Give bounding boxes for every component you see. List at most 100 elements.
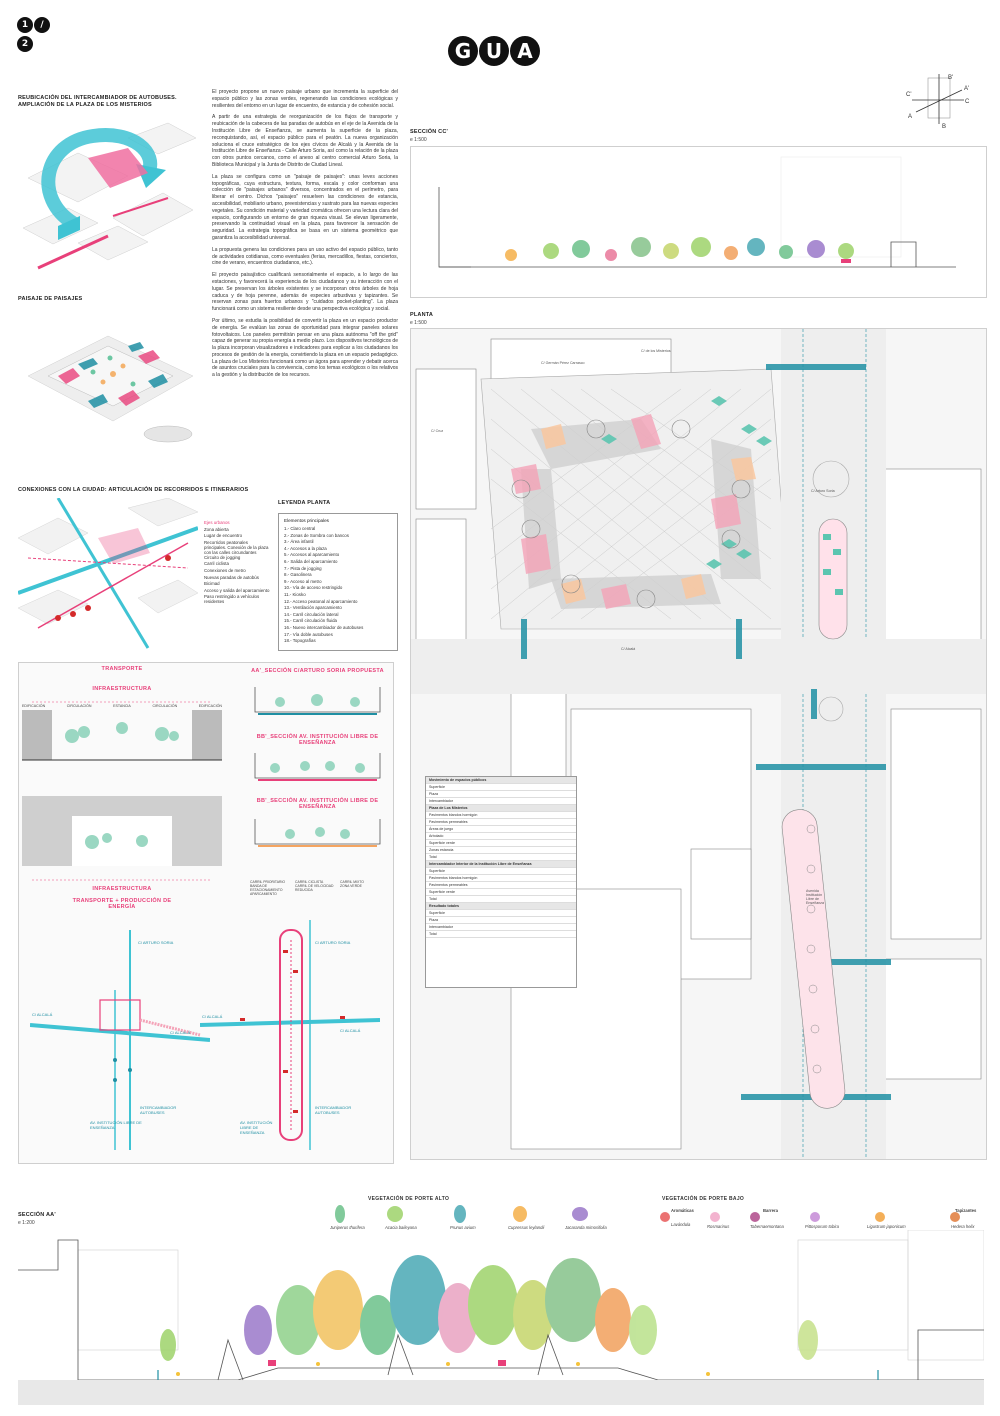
- tree-icon: [454, 1205, 466, 1223]
- transport-top-label: INFRAESTRUCTURA: [92, 686, 152, 692]
- map-label: C/ ALCALÁ: [32, 1012, 53, 1017]
- table-row: Superficie verde: [426, 840, 576, 847]
- table-row: Plaza: [426, 917, 576, 924]
- shrub-group: Tapizantes: [955, 1208, 977, 1213]
- legend-item: 7.- Pista de jogging: [284, 565, 322, 571]
- table-row: Plaza: [426, 791, 576, 798]
- axonometric-diagram-1: [18, 118, 198, 288]
- tree-icon: [387, 1206, 403, 1222]
- description-paragraph: Por último, se estudia la posibilidad de…: [212, 317, 398, 379]
- description-paragraph: La propuesta genera las condiciones para…: [212, 246, 398, 267]
- section-legend-item: CARRIL PRIORITARIO: [250, 880, 286, 884]
- legend-item: 3.- Área infantil: [284, 539, 314, 545]
- surfaces-table: Movimiento de espacios públicos Superfic…: [425, 776, 577, 988]
- legend-item: Circuito de jogging: [204, 554, 241, 560]
- key-label: C: [965, 99, 970, 105]
- section-aa-drawing: [18, 1229, 985, 1405]
- map-label: C/ ALCALÁ: [202, 1014, 223, 1019]
- table-row: Intercambiador: [426, 924, 576, 931]
- legend-item: 11.- Kiosko: [284, 591, 306, 597]
- street-section-title: BB'_SECCIÓN AV. INSTITUCIÓN LIBRE DE ENS…: [256, 798, 379, 810]
- plan-legend-subtitle: Elementos principales: [284, 518, 329, 523]
- table-row: Superficie verde: [426, 889, 576, 896]
- section-aa-scale: e 1:200: [18, 1220, 35, 1226]
- legend-item: 4.- Accesos a la plaza: [284, 545, 327, 551]
- key-plan-graphic: B' C' C A B A': [906, 74, 970, 130]
- table-row: Pavimentos blandos hormigón: [426, 812, 576, 819]
- table-title: Resultado totales: [426, 903, 576, 910]
- transport-section-diagram: TRANSPORTE INFRAESTRUCTURA EDIFICACIÓN C…: [22, 666, 222, 916]
- map-label: AV. INSTITUCIÓN LIBRE DE ENSEÑANZA: [90, 1120, 142, 1130]
- legend-item: 6.- Salida del aparcamiento: [284, 558, 338, 564]
- map-label: C/ ALCALÁ: [340, 1028, 361, 1033]
- section-cc-drawing: [410, 146, 987, 298]
- shrub-species: Tabernaemontana: [750, 1224, 784, 1229]
- sheet-number: 1/2: [17, 14, 53, 52]
- table-row: Intercambiador: [426, 798, 576, 805]
- street-sections: AA'_SECCIÓN C/ARTURO SORIA PROPUESTA BB'…: [250, 668, 385, 913]
- description-paragraph: La plaza se configura como un "paisaje d…: [212, 173, 398, 241]
- band-label: EDIFICACIÓN: [198, 704, 222, 708]
- key-label: B': [948, 75, 953, 81]
- legend-item: Bicimad: [204, 581, 220, 587]
- legend-item: Conexiones de metro: [204, 567, 246, 573]
- key-label: C': [906, 92, 911, 98]
- street-map-proposed: C/ ALCALÁ C/ ALCALÁ C/ ARTURO SORIA AV. …: [199, 920, 381, 1150]
- legend-item: Paso restringido a vehículos residentes: [204, 594, 260, 605]
- transport-bottom-label: INFRAESTRUCTURA: [92, 886, 152, 892]
- section-cc-title: SECCIÓN CC': [410, 129, 449, 135]
- map-label: C/ ALCALÁ: [170, 1030, 191, 1035]
- street-map-current: C/ ALCALÁ C/ ALCALÁ C/ ARTURO SORIA AV. …: [29, 930, 211, 1150]
- table-row: Arbolado: [426, 833, 576, 840]
- band-label: ESTANCIA: [113, 704, 131, 708]
- axonometric-diagram-2: [18, 306, 198, 456]
- legend-item: Lugar de encuentro: [204, 533, 243, 539]
- table-row: Pavimentos permeables: [426, 819, 576, 826]
- tree-species: Juniperus thurifera: [330, 1225, 365, 1230]
- section-aa-title: SECCIÓN AA': [18, 1212, 56, 1218]
- section2-title: PAISAJE DE PAISAJES: [18, 296, 83, 302]
- section-legend-item: BANDA DE ESTACIONAMIENTO: [250, 884, 283, 892]
- table-row: Superficie: [426, 868, 576, 875]
- connections-legend: Ejes urbanos Zona abierta Lugar de encue…: [204, 520, 270, 650]
- connections-diagram: [17, 497, 199, 650]
- street-label: C/ Cruz: [431, 429, 444, 433]
- logo-letter: G: [448, 36, 478, 66]
- table-row: Pavimentos permeables: [426, 882, 576, 889]
- legend-item: Acceso y salida del aparcamiento: [204, 587, 270, 593]
- transport-bottom-label: TRANSPORTE + PRODUCCIÓN DE ENERGÍA: [72, 898, 172, 910]
- key-label: A': [964, 86, 969, 92]
- map-label: AV. INSTITUCIÓN LIBRE DE ENSEÑANZA: [240, 1120, 273, 1135]
- section-legend-item: APARCAMIENTO: [250, 892, 277, 896]
- legend-item: 16.- Nuevo intercambiador de autobuses: [284, 624, 364, 630]
- tree-icon: [513, 1206, 527, 1222]
- tree-species: Prunus avium: [450, 1225, 476, 1230]
- street-label: C/ de los Misterios: [641, 349, 671, 353]
- logo-letter: A: [510, 36, 540, 66]
- legend-item: 12.- Acceso peatonal al aparcamiento: [284, 598, 358, 604]
- table-row: Superficie: [426, 910, 576, 917]
- table-row: Áreas de juego: [426, 826, 576, 833]
- description-paragraph: El proyecto propone un nuevo paisaje urb…: [212, 89, 398, 109]
- sheet-number-glyph: 1: [17, 17, 33, 33]
- street-section-title: AA'_SECCIÓN C/ARTURO SORIA PROPUESTA: [251, 668, 384, 674]
- key-label: B: [942, 124, 946, 130]
- street-section-title: BB'_SECCIÓN AV. INSTITUCIÓN LIBRE DE ENS…: [256, 734, 379, 746]
- section3-title: CONEXIONES CON LA CIUDAD: ARTICULACIÓN D…: [18, 487, 249, 493]
- tree-icon: [335, 1205, 345, 1223]
- table-title: Intercambiador Interior de la Institució…: [426, 861, 576, 868]
- shrub-group: Barrera: [763, 1208, 778, 1213]
- legend-item: Recorridos peatonales principales. Conex…: [204, 539, 269, 555]
- legend-item: Zona abierta: [204, 526, 229, 532]
- band-label: EDIFICACIÓN: [22, 704, 46, 708]
- legend-item: Carril ciclista: [204, 561, 229, 567]
- map-label: C/ ARTURO SORIA: [315, 940, 351, 945]
- veg-high-title: VEGETACIÓN DE PORTE ALTO: [368, 1196, 450, 1202]
- map-label: INTERCAMBIADOR AUTOBUSES: [140, 1105, 177, 1115]
- plan-scale: e 1:500: [410, 320, 427, 326]
- table-title: Movimiento de espacios públicos: [426, 777, 576, 784]
- map-label: C/ ARTURO SORIA: [138, 940, 174, 945]
- plan-legend-list: 1.- Claro central 2.- Zonas de Sombra co…: [284, 526, 392, 645]
- street-label: C/ Alcalá: [621, 647, 636, 651]
